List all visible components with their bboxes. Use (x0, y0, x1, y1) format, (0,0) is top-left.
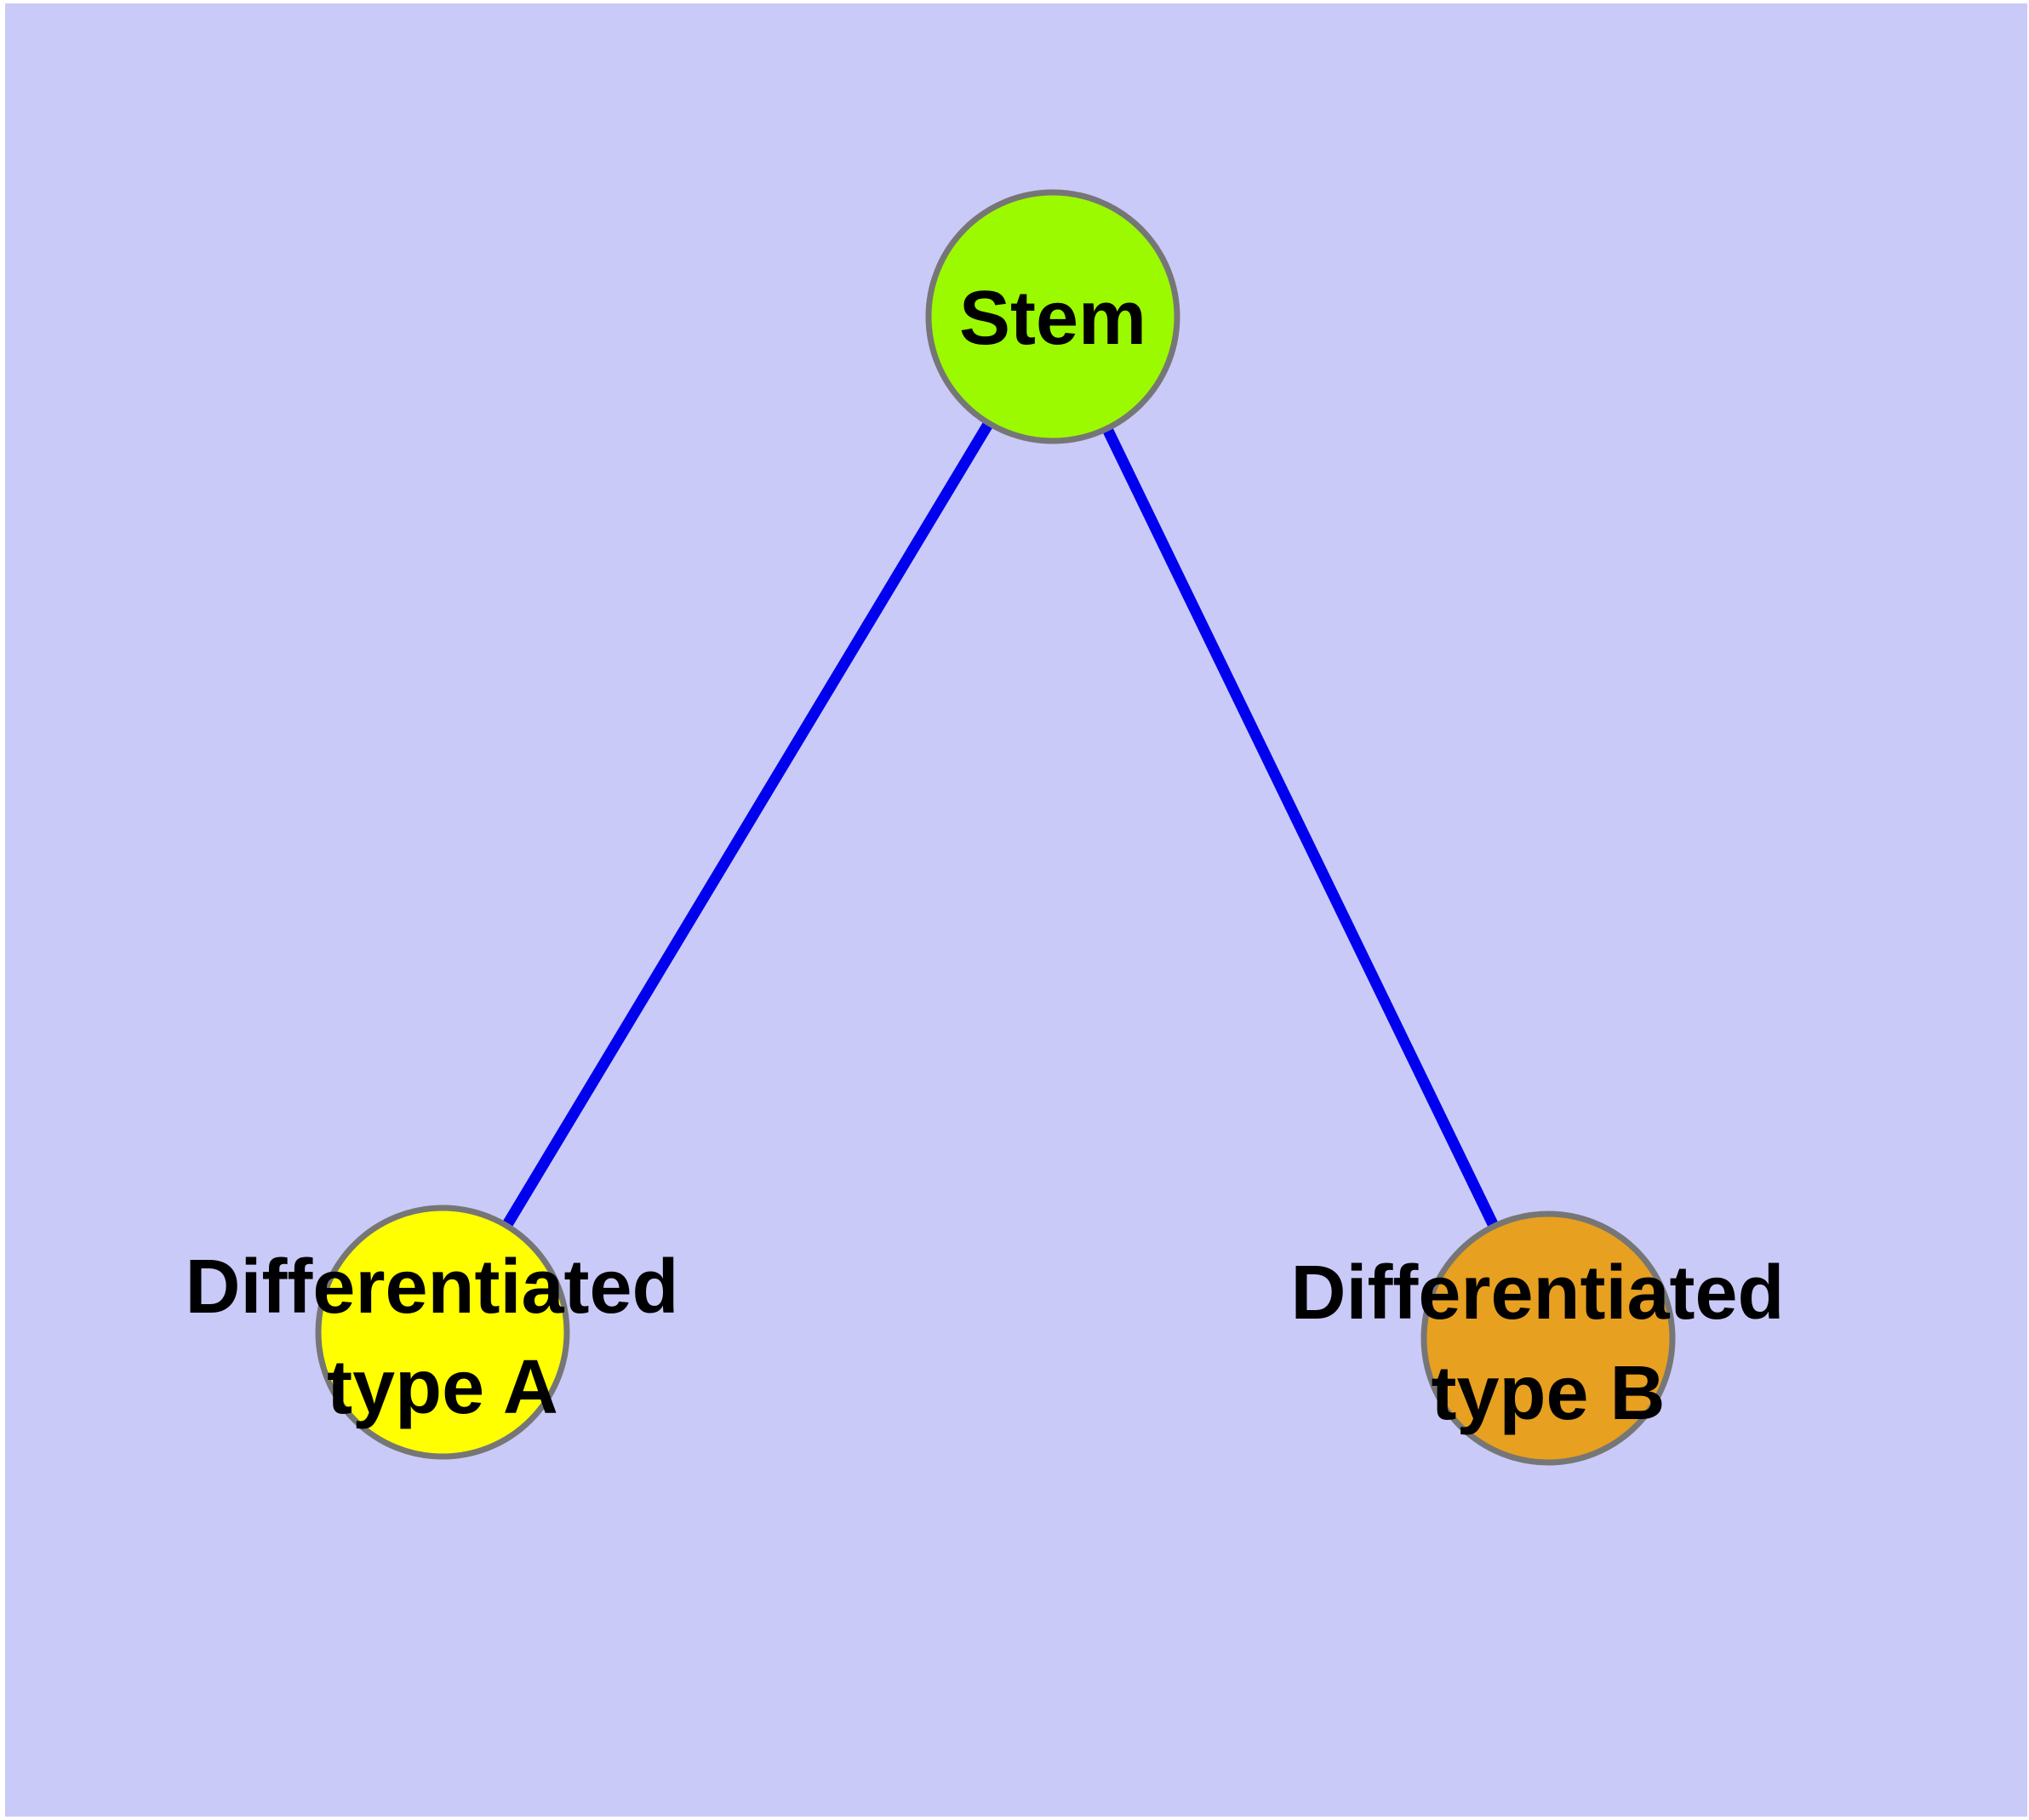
node-stem-circle (925, 189, 1180, 444)
node-stem: Stem (925, 189, 1180, 444)
node-differentiated-type-b-label-line1: Differentiated (1290, 1251, 1784, 1336)
node-differentiated-type-a-label: Differentiated type A (185, 1245, 700, 1430)
node-differentiated-type-b-label: Differentiated type B (1290, 1251, 1805, 1436)
node-differentiated-type-b-label-line2: type B (1431, 1351, 1665, 1436)
node-differentiated-type-a-circle (315, 1205, 570, 1460)
edge-stem-to-type-b (1048, 314, 1553, 1341)
edge-stem-to-type-a (437, 313, 1058, 1336)
node-stem-label: Stem (959, 276, 1146, 361)
node-stem-label-line1: Stem (959, 276, 1146, 361)
node-differentiated-type-b-circle (1420, 1210, 1676, 1466)
node-layer: Stem Differentiated type A Differentiate… (185, 189, 1805, 1466)
node-differentiated-type-a: Differentiated type A (185, 1205, 700, 1460)
node-differentiated-type-a-label-line2: type A (327, 1345, 558, 1430)
node-differentiated-type-b: Differentiated type B (1290, 1210, 1805, 1466)
node-differentiated-type-a-label-line1: Differentiated (185, 1245, 678, 1330)
edge-layer (437, 313, 1553, 1341)
